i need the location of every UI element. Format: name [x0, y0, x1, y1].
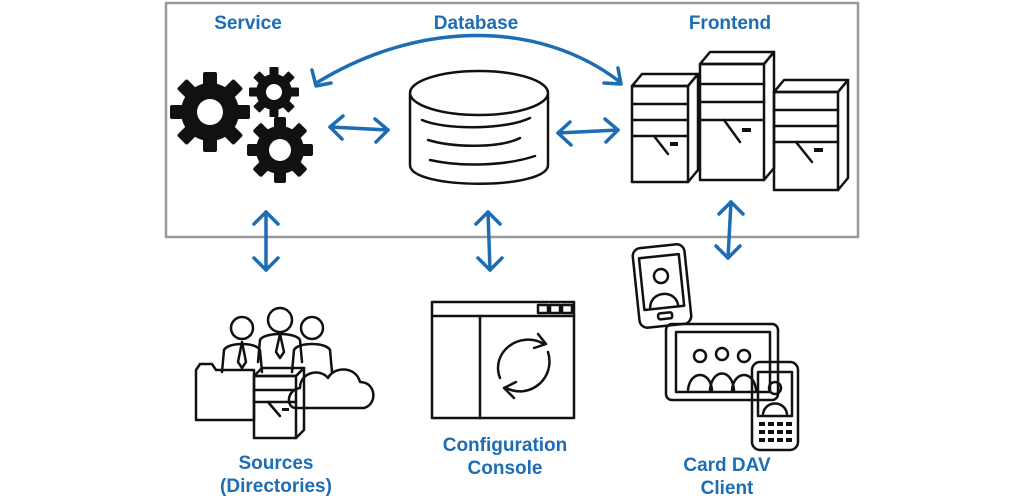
service-label: Service — [214, 13, 282, 34]
mobile-devices-icon — [631, 243, 800, 452]
carddav-label-line2: Client — [700, 478, 754, 499]
gears-icon — [170, 67, 313, 183]
sources-label-line2: (Directories) — [220, 476, 332, 497]
database-console-arrow — [474, 210, 504, 272]
database-icon — [408, 69, 550, 185]
console-window-icon — [430, 300, 576, 420]
system-boundary-frame — [164, 1, 860, 239]
config-label-line2: Console — [467, 458, 543, 479]
config-console-label: Configuration Console — [420, 434, 590, 480]
sources-label-line1: Sources — [238, 453, 314, 474]
database-label: Database — [433, 13, 519, 34]
carddav-client-label: Card DAV Client — [660, 454, 794, 500]
frontend-client-arrow — [714, 200, 745, 260]
server-rack-icon — [630, 50, 850, 192]
sources-label: Sources (Directories) — [196, 452, 356, 498]
frontend-label: Frontend — [688, 13, 772, 34]
service-sources-arrow — [252, 210, 280, 272]
carddav-label-line1: Card DAV — [683, 455, 771, 476]
people-directory-icon — [194, 306, 375, 440]
config-label-line1: Configuration — [442, 435, 568, 456]
service-database-arrow — [328, 114, 390, 144]
service-frontend-arrow — [310, 33, 623, 88]
database-frontend-arrow — [556, 117, 620, 147]
